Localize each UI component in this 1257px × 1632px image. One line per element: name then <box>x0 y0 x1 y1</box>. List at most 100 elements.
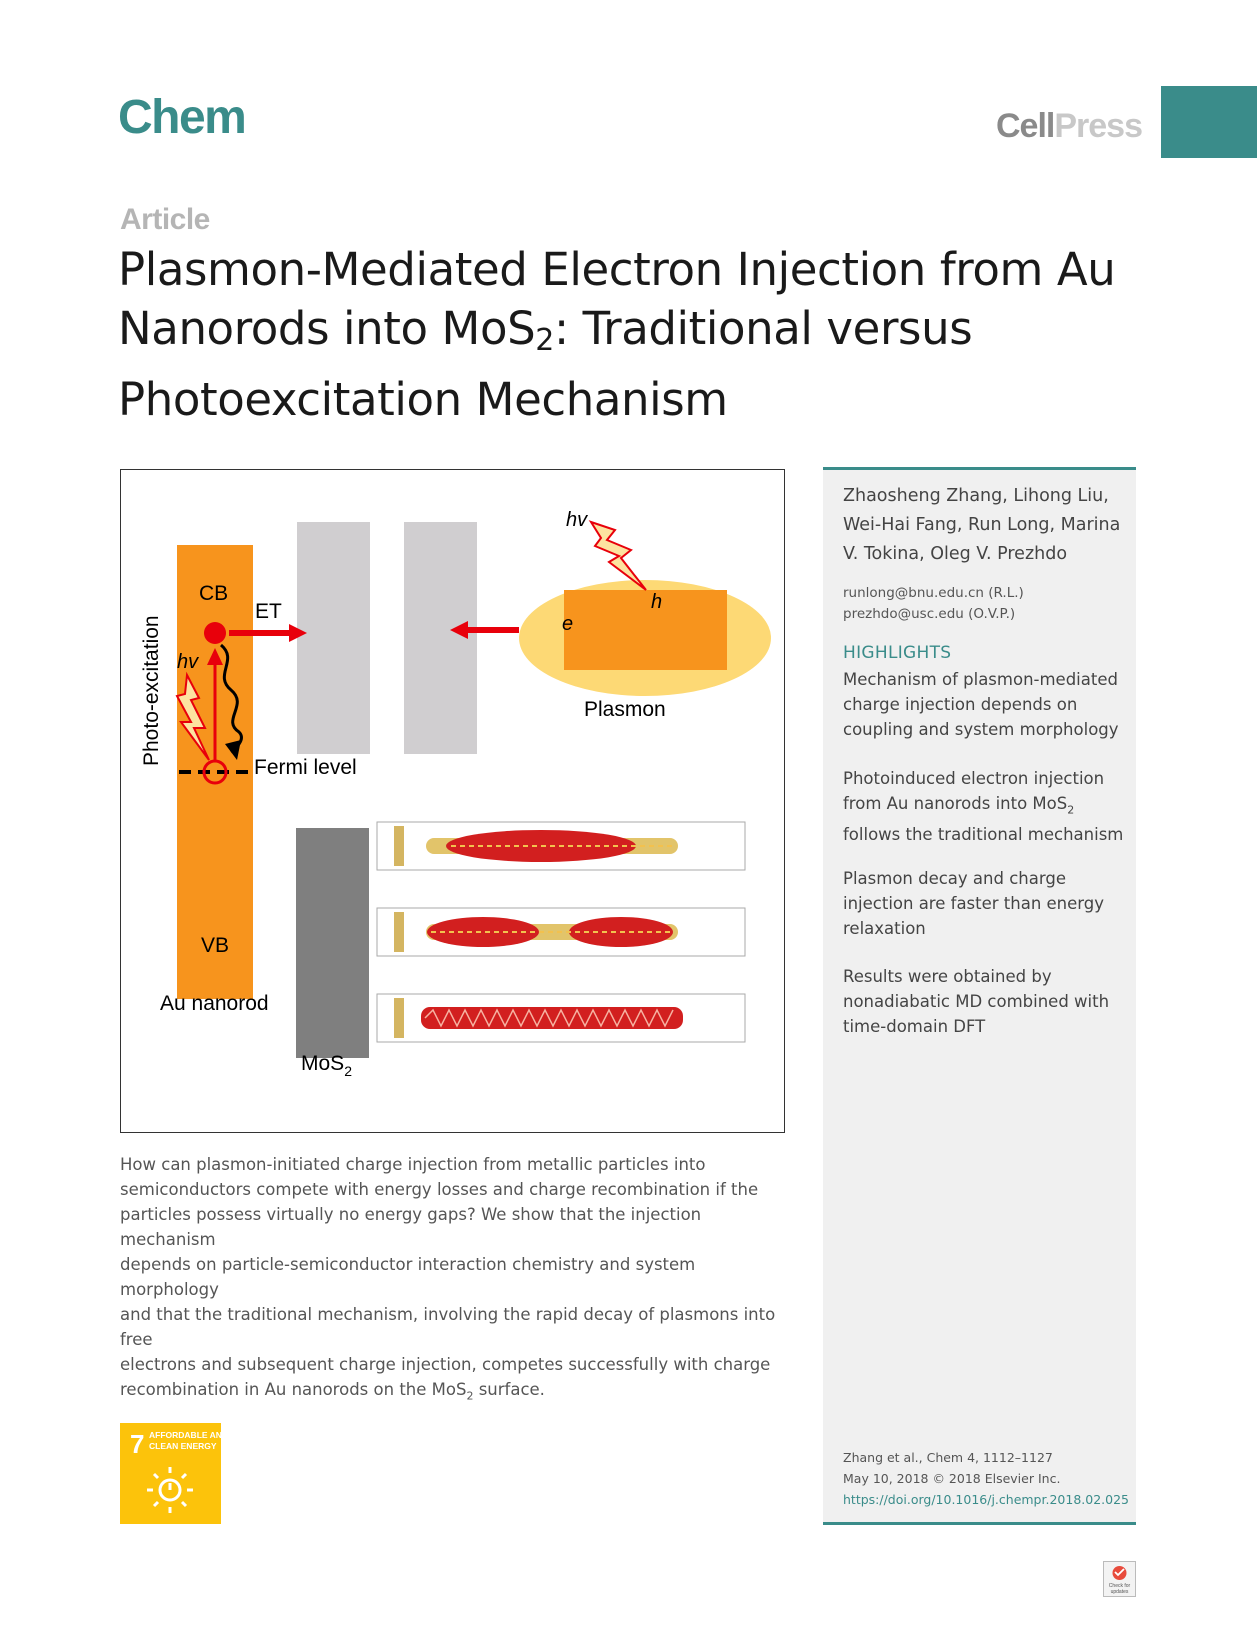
authors-line-1: Zhaosheng Zhang, Lihong Liu, <box>843 486 1109 506</box>
doi-link[interactable]: https://doi.org/10.1016/j.chempr.2018.02… <box>843 1492 1129 1507</box>
hole-label: h <box>651 591 662 613</box>
structure-panel-2 <box>376 907 746 957</box>
highlight-3-line-2: injection are faster than energy <box>843 894 1105 913</box>
publisher-logo-part1: Cell <box>996 107 1055 145</box>
sdg-label-line-1: AFFORDABLE AND <box>149 1430 221 1440</box>
title-line-2-sub: 2 <box>535 323 554 358</box>
abstract-line-1: How can plasmon-initiated charge injecti… <box>120 1155 706 1174</box>
mos2-vb-bar <box>296 828 369 1058</box>
abstract-line-4: depends on particle-semiconductor intera… <box>120 1255 696 1299</box>
structure-panel-1 <box>376 821 746 871</box>
et-arrow-head <box>289 624 307 642</box>
mos2-label: MoS2 <box>301 1052 352 1079</box>
structure-panel-1-slab <box>394 826 404 866</box>
abstract-line-6: electrons and subsequent charge injectio… <box>120 1355 771 1374</box>
excitation-arrow-head <box>207 648 223 665</box>
highlight-1-line-2: charge injection depends on <box>843 695 1078 714</box>
cb-label: CB <box>199 582 228 605</box>
plasmon-injection-arrow-head <box>450 621 468 639</box>
check-for-updates-badge[interactable]: Check for updates <box>1103 1561 1136 1597</box>
lightning-bolt-left-icon <box>175 671 210 761</box>
abstract-line-3: particles possess virtually no energy ga… <box>120 1205 702 1249</box>
citation-block: Zhang et al., Chem 4, 1112–1127 May 10, … <box>843 1447 1129 1510</box>
sidebar-top-rule <box>823 467 1136 470</box>
check-for-updates-svg: Check for updates <box>1103 1561 1136 1597</box>
email-list: runlong@bnu.edu.cn (R.L.) prezhdo@usc.ed… <box>843 583 1024 625</box>
email-2[interactable]: prezhdo@usc.edu (O.V.P.) <box>843 606 1016 622</box>
highlight-2-line-3: follows the traditional mechanism <box>843 825 1124 845</box>
highlight-3-line-1: Plasmon decay and charge <box>843 869 1066 888</box>
structure-panel-2-slab <box>394 912 404 952</box>
lightning-bolt-top-icon <box>588 520 647 591</box>
abstract-line-2: semiconductors compete with energy losse… <box>120 1180 759 1199</box>
title-line-1: Plasmon-Mediated Electron Injection from… <box>118 243 1116 296</box>
citation-line-2: May 10, 2018 © 2018 Elsevier Inc. <box>843 1471 1061 1486</box>
sdg-badge: 7 AFFORDABLE AND CLEAN ENERGY <box>120 1423 228 1524</box>
sun-power-icon <box>147 1467 193 1513</box>
abstract-line-5: and that the traditional mechanism, invo… <box>120 1305 776 1349</box>
check-for-updates-line-1: Check for <box>1109 1583 1131 1589</box>
publisher-logo: CellPress <box>996 107 1143 146</box>
plasmon-label: Plasmon <box>584 698 666 721</box>
relaxation-arrow-head <box>225 740 241 760</box>
mos2-label-main: MoS <box>301 1052 344 1075</box>
structure-panel-3-bonds <box>424 1008 674 1028</box>
article-type: Article <box>120 203 210 236</box>
abstract-text: How can plasmon-initiated charge injecti… <box>120 1152 785 1408</box>
photo-excitation-label: Photo-excitation <box>140 615 163 766</box>
mos2-cb-bar-2 <box>404 522 477 754</box>
highlight-1: Mechanism of plasmon-mediated charge inj… <box>843 667 1128 742</box>
vb-label: VB <box>201 934 229 957</box>
highlight-4: Results were obtained by nonadiabatic MD… <box>843 964 1128 1039</box>
structure-panel-3 <box>376 993 746 1043</box>
highlight-1-line-1: Mechanism of plasmon-mediated <box>843 670 1118 689</box>
highlight-2-line-1: Photoinduced electron injection <box>843 769 1105 788</box>
highlight-2: Photoinduced electron injection from Au … <box>843 766 1128 847</box>
title-line-2-post: : Traditional versus <box>553 302 973 355</box>
highlight-2-line-2-sub: 2 <box>1067 803 1075 817</box>
highlight-1-line-3: coupling and system morphology <box>843 720 1119 739</box>
highlight-2-line-2-pre: from Au nanorods into MoS <box>843 794 1068 813</box>
sidebar-bottom-rule <box>823 1522 1136 1525</box>
title-line-3: Photoexcitation Mechanism <box>118 373 728 426</box>
mos2-cb-bar-1 <box>297 522 370 754</box>
email-1[interactable]: runlong@bnu.edu.cn (R.L.) <box>843 585 1024 601</box>
abstract-line-7-post: surface. <box>473 1380 545 1399</box>
publisher-logo-part2: Press <box>1054 107 1143 145</box>
hv-top-label: hv <box>566 509 588 531</box>
citation-line-1: Zhang et al., Chem 4, 1112–1127 <box>843 1450 1053 1465</box>
et-label: ET <box>255 600 282 623</box>
plasmon-rod <box>564 590 727 670</box>
journal-logo: Chem <box>118 91 247 144</box>
structure-panel-3-slab <box>394 998 404 1038</box>
fermi-level-label: Fermi level <box>254 756 357 779</box>
graphical-abstract: CB VB ET Fermi level Photo-excitation hv… <box>120 469 785 1133</box>
author-list: Zhaosheng Zhang, Lihong Liu, Wei-Hai Fan… <box>843 482 1128 569</box>
highlight-3-line-3: relaxation <box>843 919 926 938</box>
sdg-label-line-2: CLEAN ENERGY <box>149 1441 217 1451</box>
corner-tab <box>1161 86 1257 158</box>
hole-circle <box>202 759 228 785</box>
graphical-abstract-svg: CB VB ET Fermi level Photo-excitation hv… <box>140 509 771 1079</box>
highlight-4-line-1: Results were obtained by <box>843 967 1052 986</box>
abstract-line-7-pre: recombination in Au nanorods on the MoS <box>120 1380 467 1399</box>
electron-dot <box>204 622 226 644</box>
title-line-2-pre: Nanorods into MoS <box>118 302 536 355</box>
highlight-3: Plasmon decay and charge injection are f… <box>843 866 1128 941</box>
au-nanorod-label: Au nanorod <box>160 992 269 1015</box>
authors-line-2: Wei-Hai Fang, Run Long, Marina <box>843 515 1121 535</box>
abstract-line-7-sub: 2 <box>466 1389 474 1403</box>
sdg-badge-svg: 7 AFFORDABLE AND CLEAN ENERGY <box>130 1429 228 1513</box>
sdg-number: 7 <box>130 1429 144 1459</box>
electron-label: e <box>562 613 573 635</box>
sidebar-panel <box>823 469 1136 1524</box>
article-title: Plasmon-Mediated Electron Injection from… <box>118 240 1128 429</box>
hv-left-label: hv <box>177 651 199 673</box>
mos2-label-sub: 2 <box>344 1063 352 1079</box>
highlight-4-line-3: time-domain DFT <box>843 1017 986 1036</box>
highlights-heading: HIGHLIGHTS <box>843 643 952 663</box>
check-mark-icon <box>1114 1568 1125 1577</box>
structure-panel-2-density-left <box>427 917 539 947</box>
authors-line-3: V. Tokina, Oleg V. Prezhdo <box>843 544 1068 564</box>
check-for-updates-line-2: updates <box>1111 1589 1129 1595</box>
